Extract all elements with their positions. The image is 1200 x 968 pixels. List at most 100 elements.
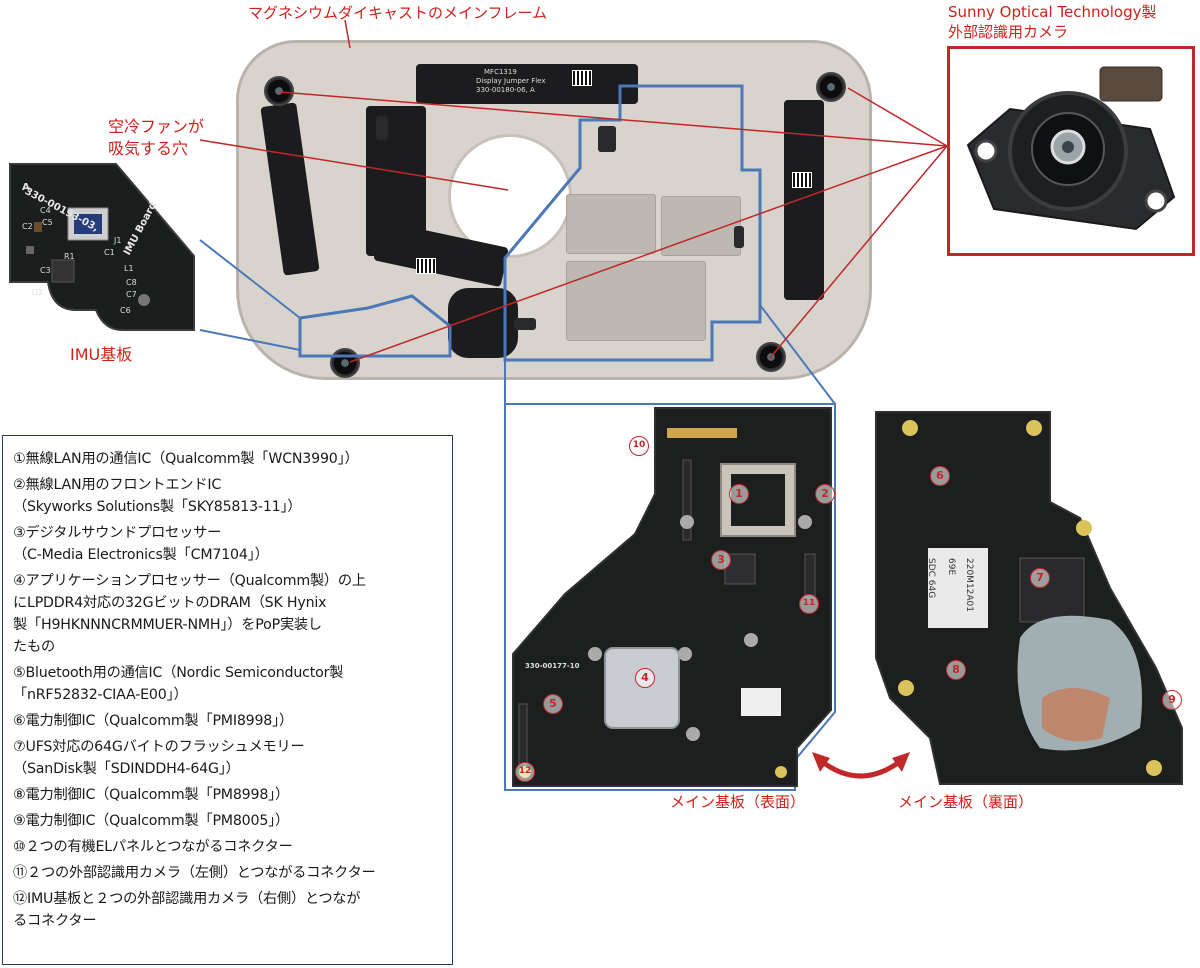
frame-label-text: マグネシウムダイキャストのメインフレーム bbox=[248, 4, 548, 22]
screw-2 bbox=[678, 647, 692, 661]
screw-1 bbox=[588, 647, 602, 661]
fan-hole-label: 空冷ファンが 吸気する穴 bbox=[108, 116, 204, 160]
ufs-flash-chip bbox=[1019, 557, 1085, 623]
connector-pad-1 bbox=[598, 126, 616, 152]
callout-3: 3 bbox=[711, 550, 731, 570]
legend-item-12: ⑫IMU基板と２つの外部認識用カメラ（右側）とつなが るコネクター bbox=[13, 891, 361, 929]
imu-designator-c8: C8 bbox=[126, 278, 137, 287]
imu-designator-c4: C4 bbox=[40, 206, 51, 215]
frame-label: マグネシウムダイキャストのメインフレーム bbox=[248, 3, 547, 23]
imu-board-photo: 330-00193-03, A IMU Board C4 C5 C2 J1 R1… bbox=[4, 160, 200, 338]
flash-label-sticker bbox=[928, 548, 988, 628]
bottom-center-flex bbox=[448, 288, 518, 358]
legend-item-2: ②無線LAN用のフロントエンドIC （Skyworks Solutions製「S… bbox=[13, 477, 302, 515]
imu-designator-c1: C1 bbox=[104, 248, 115, 257]
legend-item-9: ⑨電力制御IC（Qualcomm製「PM8005」） bbox=[13, 813, 290, 829]
legend-list: ①無線LAN用の通信IC（Qualcomm製「WCN3990」） ②無線LAN用… bbox=[13, 448, 444, 932]
legend-item-5: ⑤Bluetooth用の通信IC（Nordic Semiconductor製 「… bbox=[13, 665, 344, 703]
front-board-shape bbox=[512, 407, 832, 787]
callout-11: 11 bbox=[799, 594, 819, 614]
front-part-number: 330-00177-10 bbox=[525, 662, 580, 670]
imu-designator-c7: C7 bbox=[126, 290, 137, 299]
imu-mount-hole bbox=[138, 294, 150, 306]
callout-9: 9 bbox=[1162, 690, 1182, 710]
connector-pad-2 bbox=[376, 116, 388, 140]
component-legend: ①無線LAN用の通信IC（Qualcomm製「WCN3990」） ②無線LAN用… bbox=[2, 435, 453, 965]
mount-pad-2 bbox=[775, 766, 787, 778]
imu-designator-c2: C2 bbox=[22, 222, 33, 231]
camera-module-drawing bbox=[966, 66, 1176, 231]
back-mount-pad-1 bbox=[902, 420, 918, 436]
imu-rev: A bbox=[22, 182, 30, 193]
connector-10 bbox=[667, 428, 737, 438]
front-qr-label bbox=[741, 688, 781, 716]
camera-label: Sunny Optical Technology製 外部認識用カメラ bbox=[948, 2, 1156, 42]
imu-board-shape bbox=[9, 163, 195, 331]
display-jumper-text-3: 330-00180-06, A bbox=[476, 86, 535, 94]
connector-12 bbox=[518, 703, 528, 765]
back-mount-pad-5 bbox=[1146, 760, 1162, 776]
camera-flex-connector bbox=[1099, 66, 1163, 102]
legend-item-6: ⑥電力制御IC（Qualcomm製「PMI8998」） bbox=[13, 713, 294, 729]
imu-designator-r1: R1 bbox=[64, 252, 75, 261]
imu-designator-c5: C5 bbox=[42, 218, 53, 227]
screw-5 bbox=[798, 515, 812, 529]
back-chip-text-1: SDC 64G bbox=[926, 558, 936, 599]
camera-bottom-right bbox=[756, 342, 786, 372]
imu-ic-u2 bbox=[51, 259, 75, 283]
back-mount-pad-2 bbox=[1026, 420, 1042, 436]
qr-label-2 bbox=[792, 172, 812, 188]
display-jumper-text-2: Display Jumper Flex bbox=[476, 77, 546, 85]
bracket-top bbox=[566, 194, 656, 254]
legend-item-10: ⑩２つの有機ELパネルとつながるコネクター bbox=[13, 839, 293, 855]
back-label: メイン基板（裏面） bbox=[898, 792, 1033, 812]
bracket-right bbox=[661, 196, 741, 256]
bracket-mid bbox=[566, 261, 706, 341]
connector-pad-4 bbox=[514, 318, 536, 330]
back-board-shape bbox=[875, 411, 1183, 785]
legend-item-1: ①無線LAN用の通信IC（Qualcomm製「WCN3990」） bbox=[13, 451, 359, 467]
main-board-back-photo: SDC 64G 69E 220M12A01 6 7 8 9 bbox=[870, 408, 1200, 788]
callout-10: 10 bbox=[629, 436, 649, 456]
legend-item-8: ⑧電力制御IC（Qualcomm製「PM8998」） bbox=[13, 787, 290, 803]
thermal-paste-copper bbox=[1042, 688, 1110, 742]
callout-4: 4 bbox=[635, 668, 655, 688]
imu-designator-u2: U2 bbox=[32, 288, 43, 297]
camera-bottom-left bbox=[330, 348, 360, 378]
callout-8: 8 bbox=[946, 660, 966, 680]
camera-inset bbox=[947, 46, 1195, 256]
camera-lens-center bbox=[1062, 141, 1074, 153]
screw-6 bbox=[744, 633, 758, 647]
imu-designator-l1: L1 bbox=[124, 264, 134, 273]
main-frame-photo: MFC1319 Display Jumper Flex 330-00180-06… bbox=[236, 26, 872, 382]
back-mount-pad-4 bbox=[898, 680, 914, 696]
front-label: メイン基板（表面） bbox=[670, 792, 805, 812]
imu-designator-c6: C6 bbox=[120, 306, 131, 315]
callout-5: 5 bbox=[543, 694, 563, 714]
fan-hole-label-line2: 吸気する穴 bbox=[108, 139, 189, 158]
qr-label-1 bbox=[572, 70, 592, 86]
imu-cap bbox=[26, 246, 34, 254]
camera-mount-hole-right bbox=[1144, 189, 1168, 213]
back-mount-pad-3 bbox=[1076, 520, 1092, 536]
imu-cap-c2 bbox=[34, 222, 42, 232]
connector-left-strip bbox=[682, 459, 692, 541]
right-flex bbox=[784, 100, 824, 300]
callout-6: 6 bbox=[930, 466, 950, 486]
camera-mount-hole-left bbox=[974, 139, 998, 163]
camera-label-line1: Sunny Optical Technology製 bbox=[948, 3, 1157, 21]
display-jumper-text-1: MFC1319 bbox=[484, 68, 517, 76]
connector-11 bbox=[804, 553, 816, 599]
fan-hole-label-line1: 空冷ファンが bbox=[108, 117, 205, 136]
legend-item-7: ⑦UFS対応の64Gバイトのフラッシュメモリー （SanDisk製「SDINDD… bbox=[13, 739, 305, 777]
imu-sensor-die bbox=[74, 214, 102, 234]
imu-label: IMU基板 bbox=[70, 345, 132, 365]
dsp-chip bbox=[724, 553, 756, 585]
main-board-front-photo: 330-00177-10 1 2 3 4 5 10 11 12 bbox=[505, 404, 835, 790]
back-label-text: メイン基板（裏面） bbox=[898, 793, 1034, 811]
front-label-text: メイン基板（表面） bbox=[670, 793, 806, 811]
legend-item-3: ③デジタルサウンドプロセッサー （C-Media Electronics製「CM… bbox=[13, 525, 269, 563]
callout-2: 2 bbox=[815, 484, 835, 504]
legend-item-11: ⑪２つの外部認識用カメラ（左側）とつながるコネクター bbox=[13, 865, 376, 881]
screw-4 bbox=[680, 515, 694, 529]
